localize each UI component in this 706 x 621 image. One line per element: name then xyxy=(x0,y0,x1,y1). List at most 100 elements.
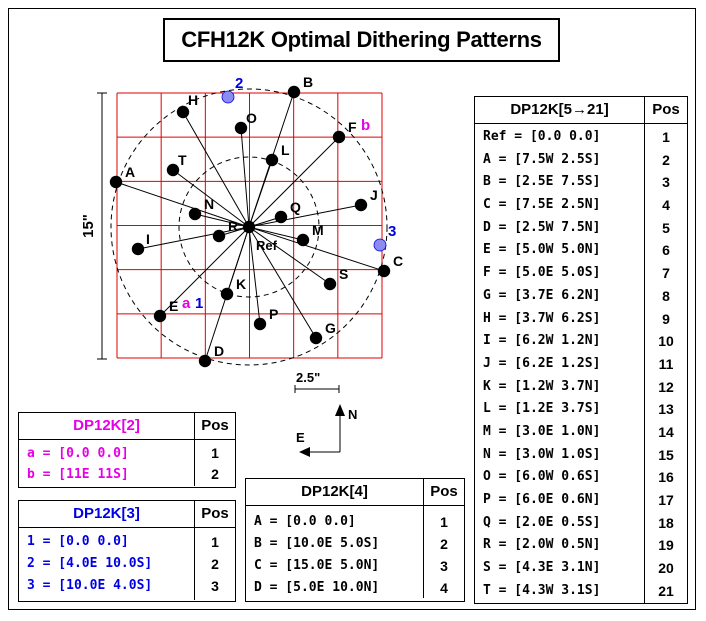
spoke-line xyxy=(172,169,250,228)
table-row-pos: 9 xyxy=(662,310,670,327)
compass-north-arrow-icon xyxy=(335,404,345,416)
point-label-c: C xyxy=(393,253,403,269)
table-row-entry: P = [6.0E 0.6N] xyxy=(483,492,601,507)
table-row-pos: 1 xyxy=(662,129,670,145)
table-row-entry: D = [5.0E 10.0N] xyxy=(254,580,380,595)
spoke-line xyxy=(248,159,273,228)
spoke-line xyxy=(115,181,250,228)
page-title: CFH12K Optimal Dithering Patterns xyxy=(163,18,560,62)
table-title: DP12K[4] xyxy=(246,479,424,505)
table-entries: Ref = [0.0 0.0] A = [7.5W 2.5S] B = [2.5E … xyxy=(475,124,645,604)
compass-north-label: N xyxy=(348,407,357,422)
table-title: DP12K[5→21] xyxy=(475,97,645,123)
table-row-entry: J = [6.2E 1.2S] xyxy=(483,355,601,371)
table-row-pos: 2 xyxy=(662,151,670,168)
table-pos-header: Pos xyxy=(652,101,680,118)
table-row-pos: 15 xyxy=(658,446,674,463)
table-row-entry: 1 = [0.0 0.0] xyxy=(27,534,129,549)
table-row-pos: 5 xyxy=(662,219,670,236)
dither-point-g xyxy=(309,331,323,345)
table-title: DP12K[2] xyxy=(19,413,195,439)
table-row-entry: a = [0.0 0.0] xyxy=(27,446,129,461)
dither-point-l xyxy=(265,153,279,167)
table-entries: a = [0.0 0.0]b = [11E 11S] xyxy=(19,440,195,486)
point-label-j: J xyxy=(370,187,378,203)
outer-frame xyxy=(8,8,696,610)
table-row-pos: 10 xyxy=(658,333,674,350)
table-row-pos: 1 xyxy=(211,445,219,461)
point-label-p: P xyxy=(269,306,278,322)
table-pos-header: Pos xyxy=(201,417,229,434)
table-row-entry: L = [1.2E 3.7S] xyxy=(483,401,601,417)
point-label-d: D xyxy=(214,343,224,359)
point-label-s: S xyxy=(339,266,348,282)
table-row-pos: 1 xyxy=(211,534,219,550)
table-row-entry: B = [2.5E 7.5S] xyxy=(483,174,601,190)
table-entries: A = [0.0 0.0]B = [10.0E 5.0S]C = [15.0E … xyxy=(246,506,424,598)
table-row-pos: 3 xyxy=(211,578,219,594)
table-row-entry: 3 = [10.0E 4.0S] xyxy=(27,578,153,593)
table-row-pos: 1 xyxy=(440,514,448,530)
marker-a: a xyxy=(182,295,191,312)
marker-1: 1 xyxy=(195,295,203,312)
marker-b: b xyxy=(361,117,370,134)
dither-point-o xyxy=(234,121,248,135)
table-pos-header: Pos xyxy=(201,505,229,522)
table-row-entry: I = [6.2W 1.2N] xyxy=(483,333,601,349)
table-row-pos: 11 xyxy=(658,355,674,372)
table-dp12k-3: DP12K[3] Pos 1 = [0.0 0.0]2 = [4.0E 10.0… xyxy=(18,500,236,602)
table-row-pos: 6 xyxy=(662,242,670,259)
point-label-e: E xyxy=(169,298,178,314)
dither-point-b xyxy=(287,85,301,99)
point-label-h: H xyxy=(188,92,198,108)
point-label-o: O xyxy=(246,110,257,126)
dither-point-s xyxy=(323,277,337,291)
dither-point-2 xyxy=(221,90,235,104)
point-label-m: M xyxy=(312,222,324,238)
point-label-l: L xyxy=(281,142,290,158)
point-label-g: G xyxy=(325,320,336,336)
dither-point-n xyxy=(188,207,202,221)
point-label-ref: Ref xyxy=(256,238,278,253)
table-entries: 1 = [0.0 0.0]2 = [4.0E 10.0S]3 = [10.0E … xyxy=(19,528,195,600)
scale-label: 2.5" xyxy=(296,370,320,385)
table-row-entry: G = [3.7E 6.2N] xyxy=(483,287,601,303)
dither-point-m xyxy=(296,233,310,247)
table-dp12k-5-21: DP12K[5→21] Pos Ref = [0.0 0.0] A = [7.5W… xyxy=(474,96,688,604)
point-label-i: I xyxy=(146,231,150,247)
table-row-entry: K = [1.2W 3.7N] xyxy=(483,378,601,394)
spoke-line xyxy=(194,213,250,228)
table-row-pos: 17 xyxy=(658,492,674,508)
table-pos-header: Pos xyxy=(430,483,458,500)
size-label-15: 15" xyxy=(80,214,97,238)
table-row-entry: B = [10.0E 5.0S] xyxy=(254,536,380,551)
marker-3: 3 xyxy=(388,223,396,240)
table-row-entry: F = [5.0E 5.0S] xyxy=(483,265,601,281)
dither-point-f xyxy=(332,130,346,144)
table-row-pos: 13 xyxy=(658,401,674,418)
point-label-f: F xyxy=(348,119,357,135)
table-row-entry: A = [7.5W 2.5S] xyxy=(483,151,601,167)
table-title: DP12K[3] xyxy=(19,501,195,527)
point-label-q: Q xyxy=(290,199,301,215)
table-dp12k-4: DP12K[4] Pos A = [0.0 0.0]B = [10.0E 5.0… xyxy=(245,478,465,602)
spoke-line xyxy=(182,111,250,228)
spoke-line xyxy=(248,204,362,228)
marker-2: 2 xyxy=(235,75,243,92)
point-label-t: T xyxy=(178,152,187,168)
table-row-entry: T = [4.3W 3.1S] xyxy=(483,582,601,598)
table-row-pos: 18 xyxy=(658,514,674,531)
dither-point-h xyxy=(176,105,190,119)
dither-point-a xyxy=(109,175,123,189)
table-row-entry: Ref = [0.0 0.0] xyxy=(483,129,601,144)
table-row-entry: D = [2.5W 7.5N] xyxy=(483,219,601,235)
spoke-line xyxy=(248,226,304,241)
dither-point-ref xyxy=(242,220,256,234)
table-row-pos: 7 xyxy=(662,265,670,282)
spoke-line xyxy=(248,226,331,285)
